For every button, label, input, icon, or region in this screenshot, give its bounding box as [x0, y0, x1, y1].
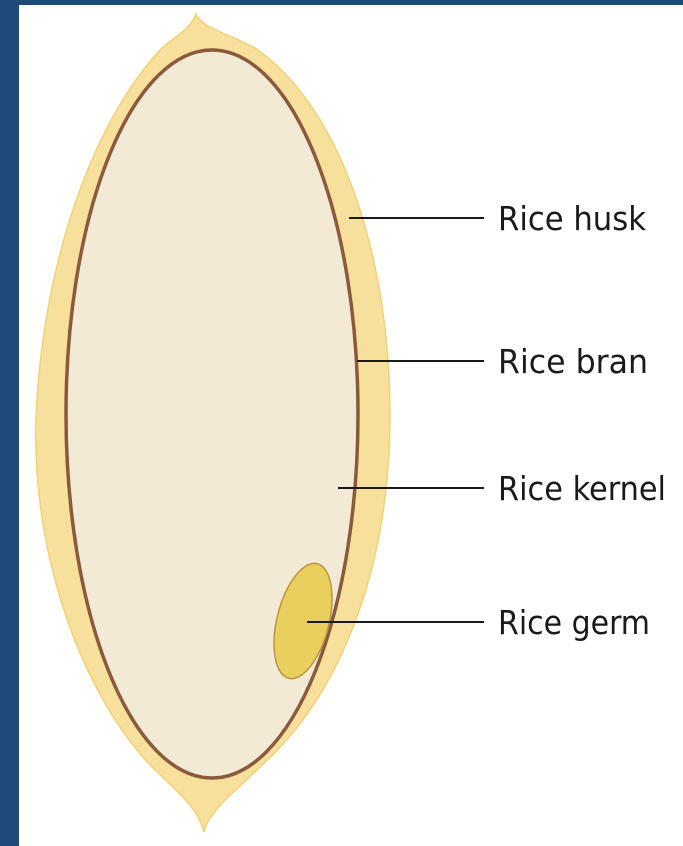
rice-husk-label: Rice husk — [498, 199, 647, 238]
rice-bran-label: Rice bran — [498, 342, 648, 381]
rice-germ-label: Rice germ — [498, 603, 650, 642]
rice-kernel-label: Rice kernel — [498, 469, 666, 508]
rice-kernel-shape — [66, 50, 358, 778]
